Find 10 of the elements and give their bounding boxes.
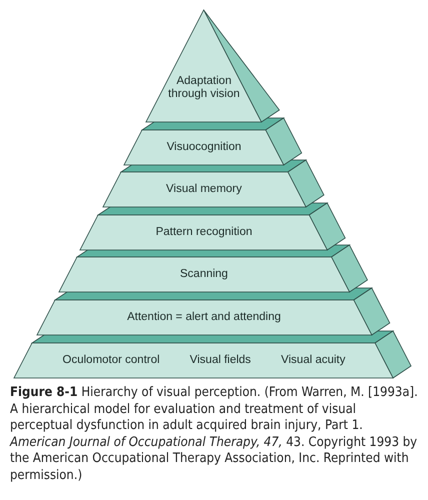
figure-caption: Figure 8-1 Hierarchy of visual perception. (From Warren, M. [1993a]. A hierarchical model for evaluation and treatment of visual perceptual dysfunction in adult acquired brain injury, Part 1. American Journal of Occupational Therapy, 47, 43. Copyright 1993 by the American Occupational Therapy Association, Inc. Reprinted with permission.)	[10, 385, 419, 485]
level-label: Oculomotor control	[62, 354, 160, 367]
level-label: Visuocognition	[166, 141, 242, 154]
level-label: Pattern recognition	[156, 226, 252, 239]
level-label: Visual fields	[190, 354, 251, 367]
level-label: Visual memory	[166, 183, 242, 196]
level-label: Scanning	[180, 268, 228, 281]
level-label: Visual acuity	[281, 354, 346, 367]
level-label: Adaptation through vision	[167, 75, 241, 101]
level-label: Attention = alert and attending	[127, 311, 281, 324]
